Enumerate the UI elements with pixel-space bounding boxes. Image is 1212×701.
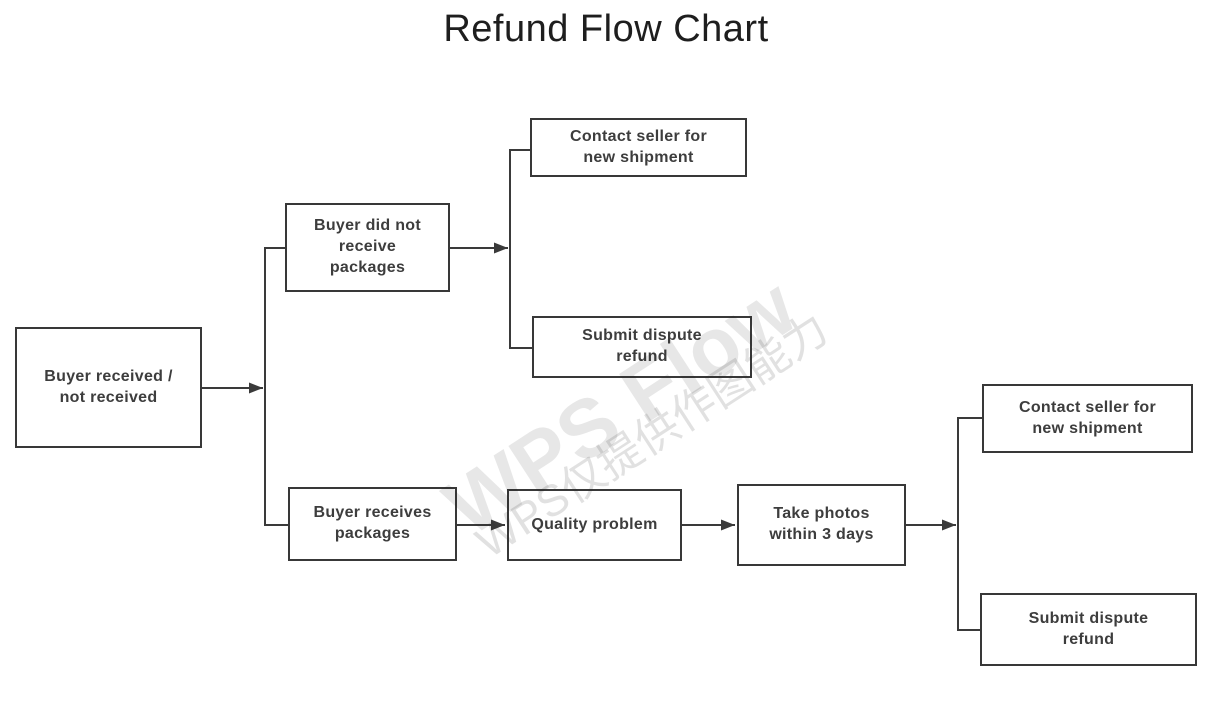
- node-label-line: new shipment: [1032, 419, 1143, 437]
- node-label-line: Buyer receives: [313, 504, 432, 522]
- node-label-line: receive: [338, 238, 397, 256]
- node-contact-seller-top: Contact seller for new shipment: [530, 118, 747, 177]
- node-label-line: refund: [616, 348, 668, 365]
- node-quality-problem: Quality problem: [507, 489, 682, 561]
- node-label-line: Submit dispute: [582, 327, 702, 345]
- edge-branch1-split: [264, 247, 288, 526]
- node-submit-dispute-right: Submit dispute refund: [980, 593, 1197, 666]
- node-label-line: packages: [334, 525, 411, 542]
- node-label-line: Buyer did not: [313, 217, 421, 235]
- node-buyer-receives: Buyer receives packages: [288, 487, 457, 561]
- node-label-line: packages: [329, 258, 406, 276]
- node-label-line: Submit dispute: [1028, 609, 1149, 627]
- node-label-line: Contact seller for: [570, 127, 707, 145]
- node-buyer-did-not-receive: Buyer did not receive packages: [285, 203, 450, 292]
- node-label-line: new shipment: [583, 148, 694, 166]
- node-label-line: Quality problem: [531, 515, 658, 533]
- edge-branch3-split: [957, 417, 982, 631]
- node-buyer-received-or-not: Buyer received / not received: [15, 327, 202, 448]
- node-label-line: refund: [1062, 630, 1115, 648]
- node-label-line: Buyer received /: [44, 367, 173, 385]
- flowchart-title: Refund Flow Chart: [443, 8, 769, 50]
- node-submit-dispute-top: Submit dispute refund: [532, 316, 752, 378]
- edge-branch2-split: [509, 149, 533, 349]
- node-label-line: Contact seller for: [1019, 398, 1156, 416]
- node-take-photos: Take photos within 3 days: [737, 484, 906, 566]
- node-label-line: not received: [59, 388, 158, 406]
- node-contact-seller-right: Contact seller for new shipment: [982, 384, 1193, 453]
- node-label-line: within 3 days: [769, 526, 874, 543]
- node-label-line: Take photos: [773, 505, 870, 523]
